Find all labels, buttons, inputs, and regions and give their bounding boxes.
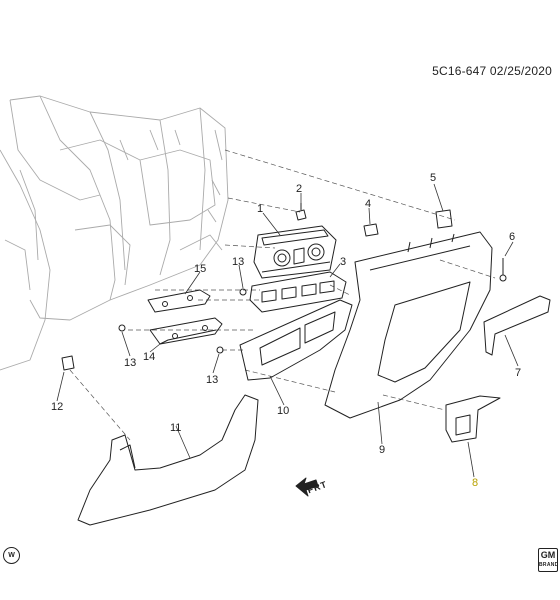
callout-12: 12 (51, 401, 63, 413)
part-2-screw (295, 203, 307, 221)
part-1-climate-control (253, 225, 337, 279)
callout-leaders (56, 183, 519, 478)
part-5-clip (435, 209, 453, 229)
callout-9: 9 (379, 444, 385, 456)
part-3-switch-panel (249, 271, 347, 313)
callout-labels: 1 2 3 4 5 6 7 8 9 10 11 12 13 13 13 14 1… (51, 172, 521, 489)
part-7-side-trim (483, 295, 551, 356)
part-9-console-trim (324, 231, 493, 419)
watermark-w-logo: W (3, 547, 20, 564)
part-12-clip (61, 355, 75, 371)
part-13-screws (118, 288, 247, 354)
diagram-code-date: 5C16-647 02/25/2020 (432, 64, 552, 78)
part-10-bezel (239, 299, 353, 381)
part-11-lower-trim (77, 394, 259, 526)
callout-13-upper: 13 (232, 256, 244, 268)
callout-6: 6 (509, 231, 515, 243)
callout-7: 7 (515, 367, 521, 379)
part-6-screw (499, 258, 507, 282)
callout-15: 15 (194, 263, 206, 275)
callout-10: 10 (277, 405, 289, 417)
callout-11: 11 (170, 422, 181, 434)
forward-arrow-icon (295, 477, 319, 497)
gm-brand-logo: GM BRAND (538, 548, 558, 572)
callout-14: 14 (143, 351, 155, 363)
callout-8: 8 (472, 477, 478, 489)
callout-5: 5 (430, 172, 436, 184)
instrument-panel-frame (0, 95, 229, 371)
part-14-bracket (149, 317, 223, 345)
callout-3: 3 (340, 256, 346, 268)
part-4-clip (363, 223, 379, 237)
callout-2: 2 (296, 183, 302, 195)
callout-13-left: 13 (124, 357, 136, 369)
gm-logo-text: GM (540, 550, 556, 560)
part-15-bracket (147, 289, 211, 313)
callout-4: 4 (365, 198, 371, 210)
callout-13-lower: 13 (206, 374, 218, 386)
gm-logo-subtext: BRAND (539, 562, 559, 568)
callout-1: 1 (257, 203, 263, 215)
part-8-bracket (445, 395, 501, 443)
